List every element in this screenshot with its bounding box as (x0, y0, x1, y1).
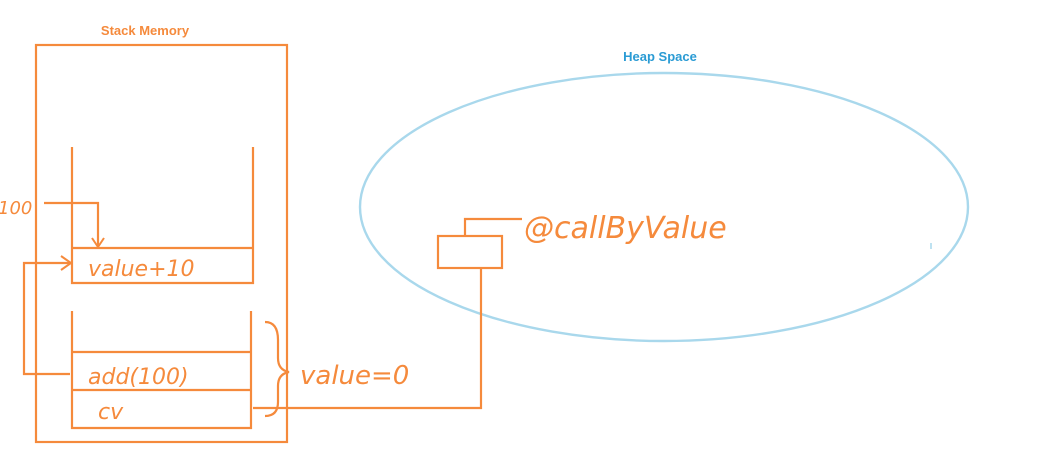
reference-line (253, 268, 483, 410)
stack-memory-box (34, 43, 289, 444)
upper-frame (70, 147, 255, 285)
heap-object-connector (463, 217, 522, 236)
frame-label-cv: cv (98, 400, 124, 425)
frame-label-add-call: add(100) (88, 365, 189, 390)
call-link-arrow-head (60, 255, 73, 271)
heap-space-title: Heap Space (623, 49, 697, 64)
incoming-value-arrow (44, 201, 100, 246)
stack-memory-title: Stack Memory (101, 23, 190, 38)
incoming-value-label: 100 (0, 198, 32, 219)
incoming-arrow-head (91, 237, 105, 249)
frame-label-value-plus-10: value+10 (88, 257, 195, 282)
brace-icon (264, 320, 290, 418)
brace-annotation: value=0 (300, 361, 409, 391)
lower-frame (70, 311, 253, 430)
heap-object-box (436, 234, 504, 270)
heap-object-label: @callByValue (524, 211, 727, 246)
heap-space-ellipse (358, 71, 970, 343)
call-link-arrow (22, 261, 70, 376)
